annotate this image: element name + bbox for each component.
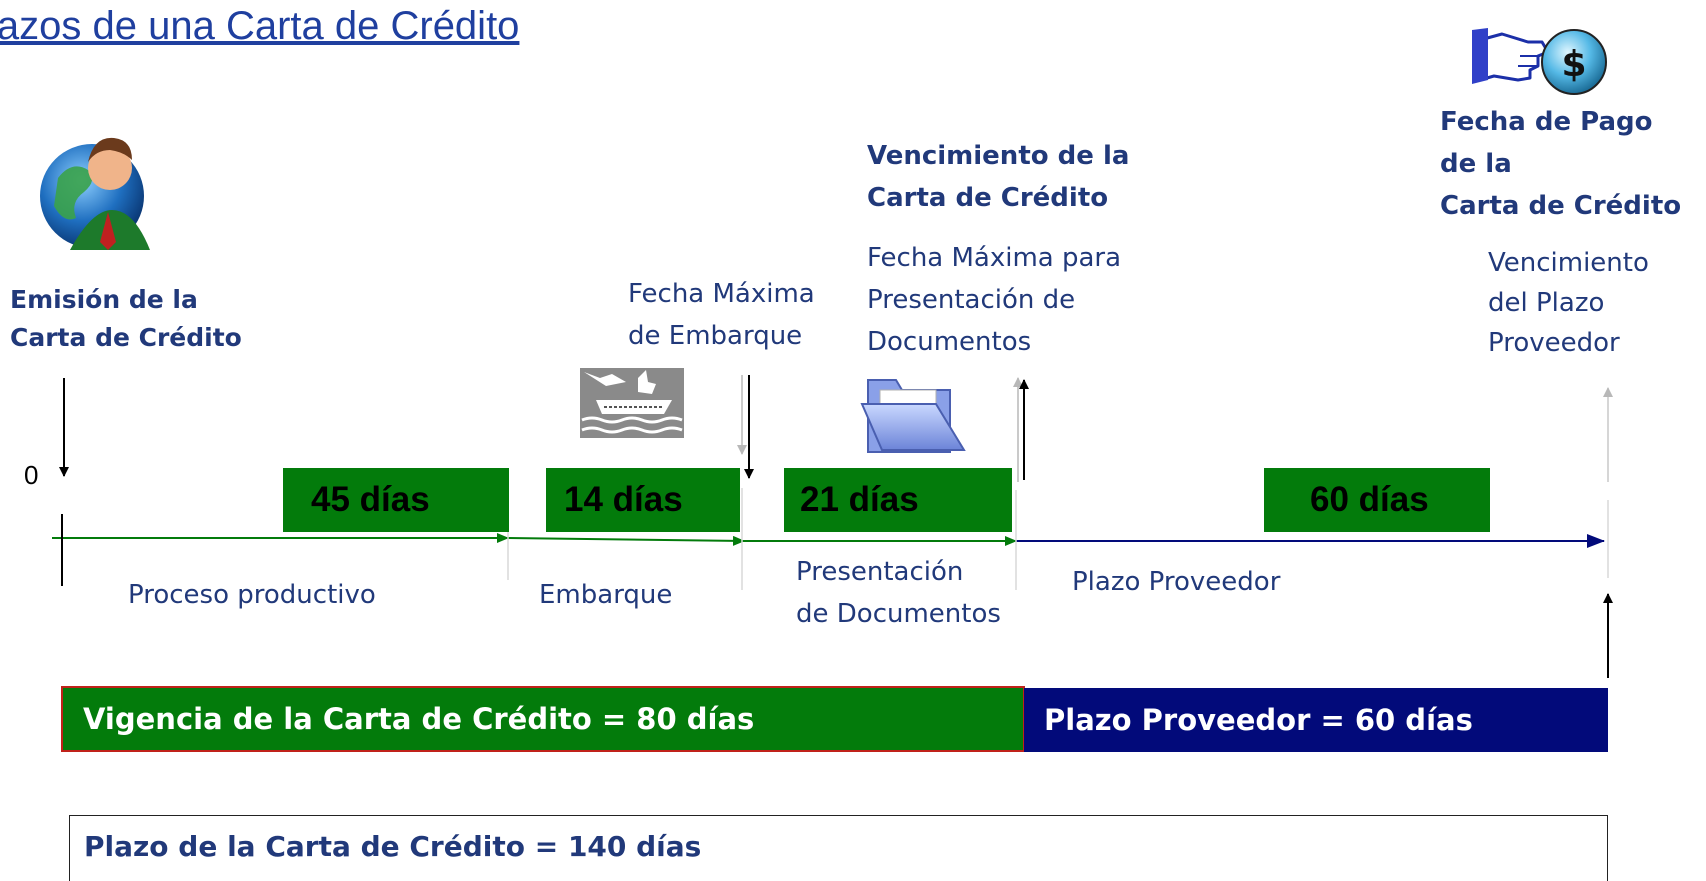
label-vencimiento-carta: Vencimiento de la Carta de Crédito xyxy=(867,135,1129,219)
globe-person-icon xyxy=(40,137,150,250)
dollar-coin-icon: $ xyxy=(1541,29,1607,95)
duration-box-3: 21 días xyxy=(784,468,1012,532)
duration-box-2: 14 días xyxy=(546,468,740,532)
phase-plazo-proveedor: Plazo Proveedor xyxy=(1072,567,1281,597)
page-title: lazos de una Carta de Crédito xyxy=(0,4,520,48)
label-fecha-max-embarque: Fecha Máxima de Embarque xyxy=(628,273,815,357)
label-fecha-pago: Fecha de Pago de la Carta de Crédito xyxy=(1440,101,1681,227)
ship-icon xyxy=(580,368,684,438)
label-vencimiento-plazo: Vencimiento del Plazo Proveedor xyxy=(1488,243,1649,363)
svg-text:$: $ xyxy=(1561,44,1586,85)
timeline-zero: 0 xyxy=(24,460,39,490)
phase-presentacion: Presentación de Documentos xyxy=(796,551,1001,635)
label-fecha-pago-text: Fecha de Pago de la Carta de Crédito xyxy=(1440,107,1682,221)
label-vencimiento-carta-text: Vencimiento de la Carta de Crédito xyxy=(867,141,1130,213)
bar-plazo-proveedor: Plazo Proveedor = 60 días xyxy=(1024,688,1608,752)
duration-box-1: 45 días xyxy=(283,468,509,532)
label-fecha-max-presentacion: Fecha Máxima para Presentación de Docume… xyxy=(867,237,1121,363)
label-emision-text: Emisión de la Carta de Crédito xyxy=(10,285,242,352)
label-emision: Emisión de la Carta de Crédito xyxy=(10,281,242,357)
label-fecha-max-presentacion-text: Fecha Máxima para Presentación de Docume… xyxy=(867,243,1122,357)
bar-plazo-total: Plazo de la Carta de Crédito = 140 días xyxy=(69,815,1608,881)
timeline-segment-embarque xyxy=(507,535,745,546)
pointing-hand-icon xyxy=(1472,28,1550,84)
label-fecha-max-embarque-text: Fecha Máxima de Embarque xyxy=(628,279,815,351)
label-vencimiento-plazo-text: Vencimiento del Plazo Proveedor xyxy=(1488,248,1649,358)
phase-proceso-productivo: Proceso productivo xyxy=(128,580,376,610)
phase-presentacion-text: Presentación de Documentos xyxy=(796,557,1001,629)
bar-vigencia: Vigencia de la Carta de Crédito = 80 día… xyxy=(61,686,1025,752)
duration-box-4: 60 días xyxy=(1264,468,1490,532)
folder-icon xyxy=(860,379,966,453)
phase-embarque: Embarque xyxy=(539,580,673,610)
